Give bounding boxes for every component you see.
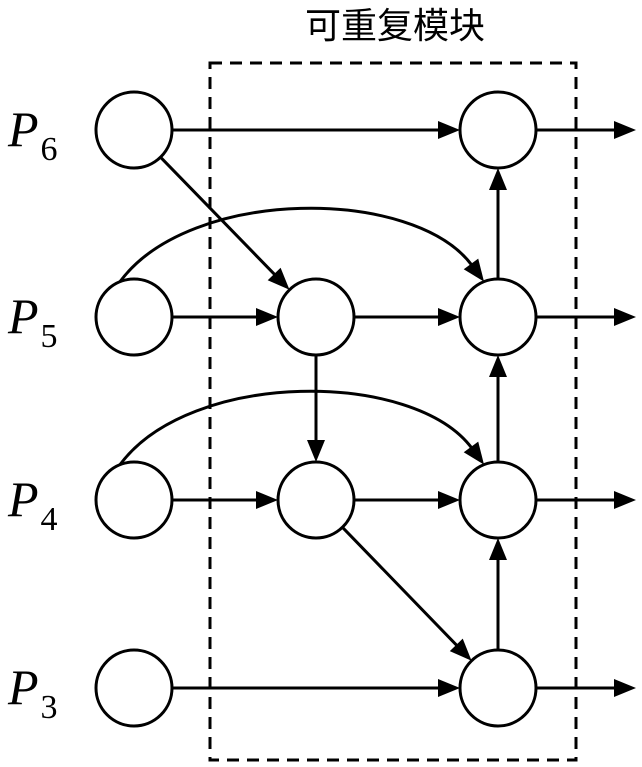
edge-in5-to-o5 xyxy=(118,206,474,283)
edge-o3-to-o4-arrowhead xyxy=(489,538,507,560)
row-label-p3: P3 xyxy=(7,659,58,726)
node-in6 xyxy=(94,90,174,170)
edge-o5-to-out-arrowhead xyxy=(614,308,636,326)
edge-m5-to-m4-arrowhead xyxy=(307,440,325,462)
row-label-subscript: 3 xyxy=(41,689,58,726)
row-label-p4: P4 xyxy=(7,471,58,538)
edge-m5-to-o5-arrowhead xyxy=(438,308,460,326)
module-title: 可重复模块 xyxy=(305,6,485,47)
node-m5 xyxy=(276,277,356,357)
edge-o6-to-out-arrowhead xyxy=(614,121,636,139)
row-label-main: P xyxy=(7,659,39,715)
node-o4 xyxy=(458,460,538,540)
node-m4 xyxy=(276,460,356,540)
edge-in6-to-m5-arrowhead xyxy=(267,267,290,290)
node-o3 xyxy=(458,648,538,728)
row-label-p5: P5 xyxy=(7,288,58,355)
edges-layer xyxy=(118,121,636,697)
row-label-main: P xyxy=(7,288,39,344)
node-in5 xyxy=(94,277,174,357)
edge-in5-to-m5-arrowhead xyxy=(256,308,278,326)
edge-in6-to-o6-arrowhead xyxy=(438,121,460,139)
edge-in4-to-o4 xyxy=(118,389,474,466)
edge-m4-to-o4-arrowhead xyxy=(438,491,460,509)
node-in3 xyxy=(94,648,174,728)
row-label-main: P xyxy=(7,101,39,157)
edge-o4-to-o5-arrowhead xyxy=(489,355,507,377)
edge-m4-to-o3 xyxy=(341,526,459,648)
node-o6 xyxy=(458,90,538,170)
edge-m4-to-o3-arrowhead xyxy=(449,638,472,661)
edge-in4-to-m4-arrowhead xyxy=(256,491,278,509)
edge-o3-to-out-arrowhead xyxy=(614,679,636,697)
edge-in3-to-o3-arrowhead xyxy=(438,679,460,697)
row-label-subscript: 6 xyxy=(41,131,58,168)
edge-in5-to-o5-arrowhead xyxy=(463,258,485,282)
row-label-subscript: 5 xyxy=(41,318,58,355)
nodes-layer xyxy=(94,90,538,728)
row-label-p6: P6 xyxy=(7,101,58,168)
node-o5 xyxy=(458,277,538,357)
edge-in6-to-m5 xyxy=(159,156,277,277)
edge-o4-to-out-arrowhead xyxy=(614,491,636,509)
row-label-subscript: 4 xyxy=(41,501,58,538)
edge-in4-to-o4-arrowhead xyxy=(463,441,485,465)
repeatable-module-box xyxy=(208,61,578,762)
node-in4 xyxy=(94,460,174,540)
edge-o5-to-o6-arrowhead xyxy=(489,168,507,190)
row-label-main: P xyxy=(7,471,39,527)
